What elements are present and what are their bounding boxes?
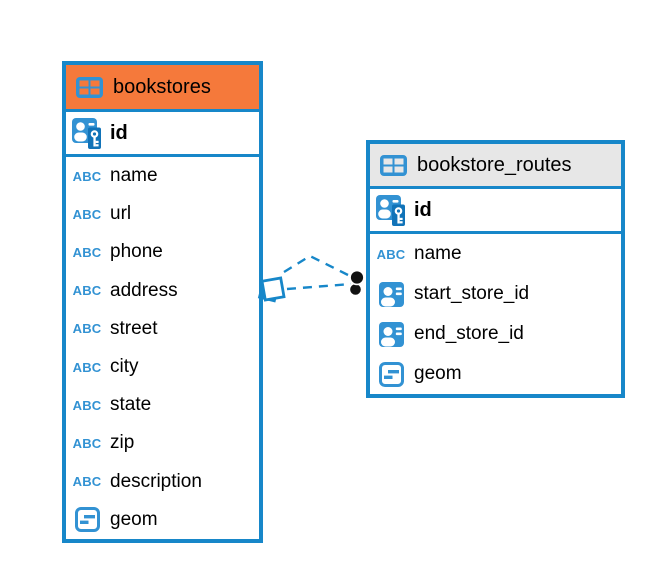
geometry-type-icon: [71, 507, 103, 533]
primary-key-row[interactable]: id: [370, 189, 621, 234]
column-row[interactable]: geom: [370, 354, 621, 394]
geometry-type-icon: [375, 361, 407, 387]
primary-key-icon: [375, 194, 407, 227]
text-type-icon: ABC: [376, 246, 406, 262]
column-row[interactable]: ABC url: [66, 195, 259, 233]
table-bookstore-routes[interactable]: bookstore_routes id ABC name start_store_…: [366, 140, 625, 398]
column-row[interactable]: ABC state: [66, 386, 259, 424]
relation-endpoint-dot-top[interactable]: [349, 269, 365, 286]
foreign-key-type-icon: [375, 321, 407, 347]
text-type-icon: ABC: [72, 359, 102, 375]
column-label: phone: [110, 241, 163, 263]
column-label: end_store_id: [414, 323, 524, 344]
table-title: bookstores: [113, 75, 211, 98]
column-row[interactable]: ABC phone: [66, 233, 259, 271]
column-label: name: [414, 243, 462, 264]
table-header[interactable]: bookstores: [66, 65, 259, 112]
table-header[interactable]: bookstore_routes: [370, 144, 621, 189]
table-icon: [377, 154, 409, 176]
column-label: city: [110, 356, 139, 378]
column-row[interactable]: start_store_id: [370, 274, 621, 314]
column-label: state: [110, 394, 152, 416]
column-label: description: [110, 470, 202, 492]
text-type-icon: ABC: [72, 474, 102, 490]
text-type-icon: ABC: [72, 397, 102, 413]
column-label: geom: [414, 363, 462, 384]
relation-line-lower[interactable]: [286, 282, 352, 291]
column-label: address: [110, 279, 178, 301]
column-label: url: [110, 203, 132, 225]
column-row[interactable]: ABC zip: [66, 424, 259, 462]
text-type-icon: ABC: [72, 321, 102, 337]
column-row[interactable]: end_store_id: [370, 314, 621, 354]
relation-endpoint-dot-bottom[interactable]: [348, 282, 363, 297]
text-type-icon: ABC: [72, 435, 102, 451]
relation-line-upper[interactable]: [283, 254, 353, 279]
primary-key-icon: [71, 117, 103, 150]
primary-key-label: id: [414, 198, 432, 221]
foreign-key-type-icon: [375, 281, 407, 307]
primary-key-label: id: [110, 121, 128, 144]
column-label: name: [110, 165, 158, 187]
column-label: street: [110, 317, 158, 339]
column-row[interactable]: ABC street: [66, 310, 259, 348]
table-icon: [73, 76, 105, 98]
column-row[interactable]: ABC address: [66, 272, 259, 310]
text-type-icon: ABC: [72, 206, 102, 222]
text-type-icon: ABC: [72, 168, 102, 184]
column-row[interactable]: ABC description: [66, 463, 259, 501]
column-label: start_store_id: [414, 283, 530, 304]
column-list: ABC name start_store_id end_store_id geom: [370, 234, 621, 394]
text-type-icon: ABC: [72, 244, 102, 260]
column-row[interactable]: ABC name: [370, 234, 621, 274]
column-row[interactable]: geom: [66, 501, 259, 539]
primary-key-row[interactable]: id: [66, 112, 259, 157]
column-label: zip: [110, 432, 135, 454]
table-title: bookstore_routes: [417, 153, 572, 176]
column-row[interactable]: ABC name: [66, 157, 259, 195]
column-label: geom: [110, 508, 158, 530]
column-row[interactable]: ABC city: [66, 348, 259, 386]
text-type-icon: ABC: [72, 283, 102, 299]
